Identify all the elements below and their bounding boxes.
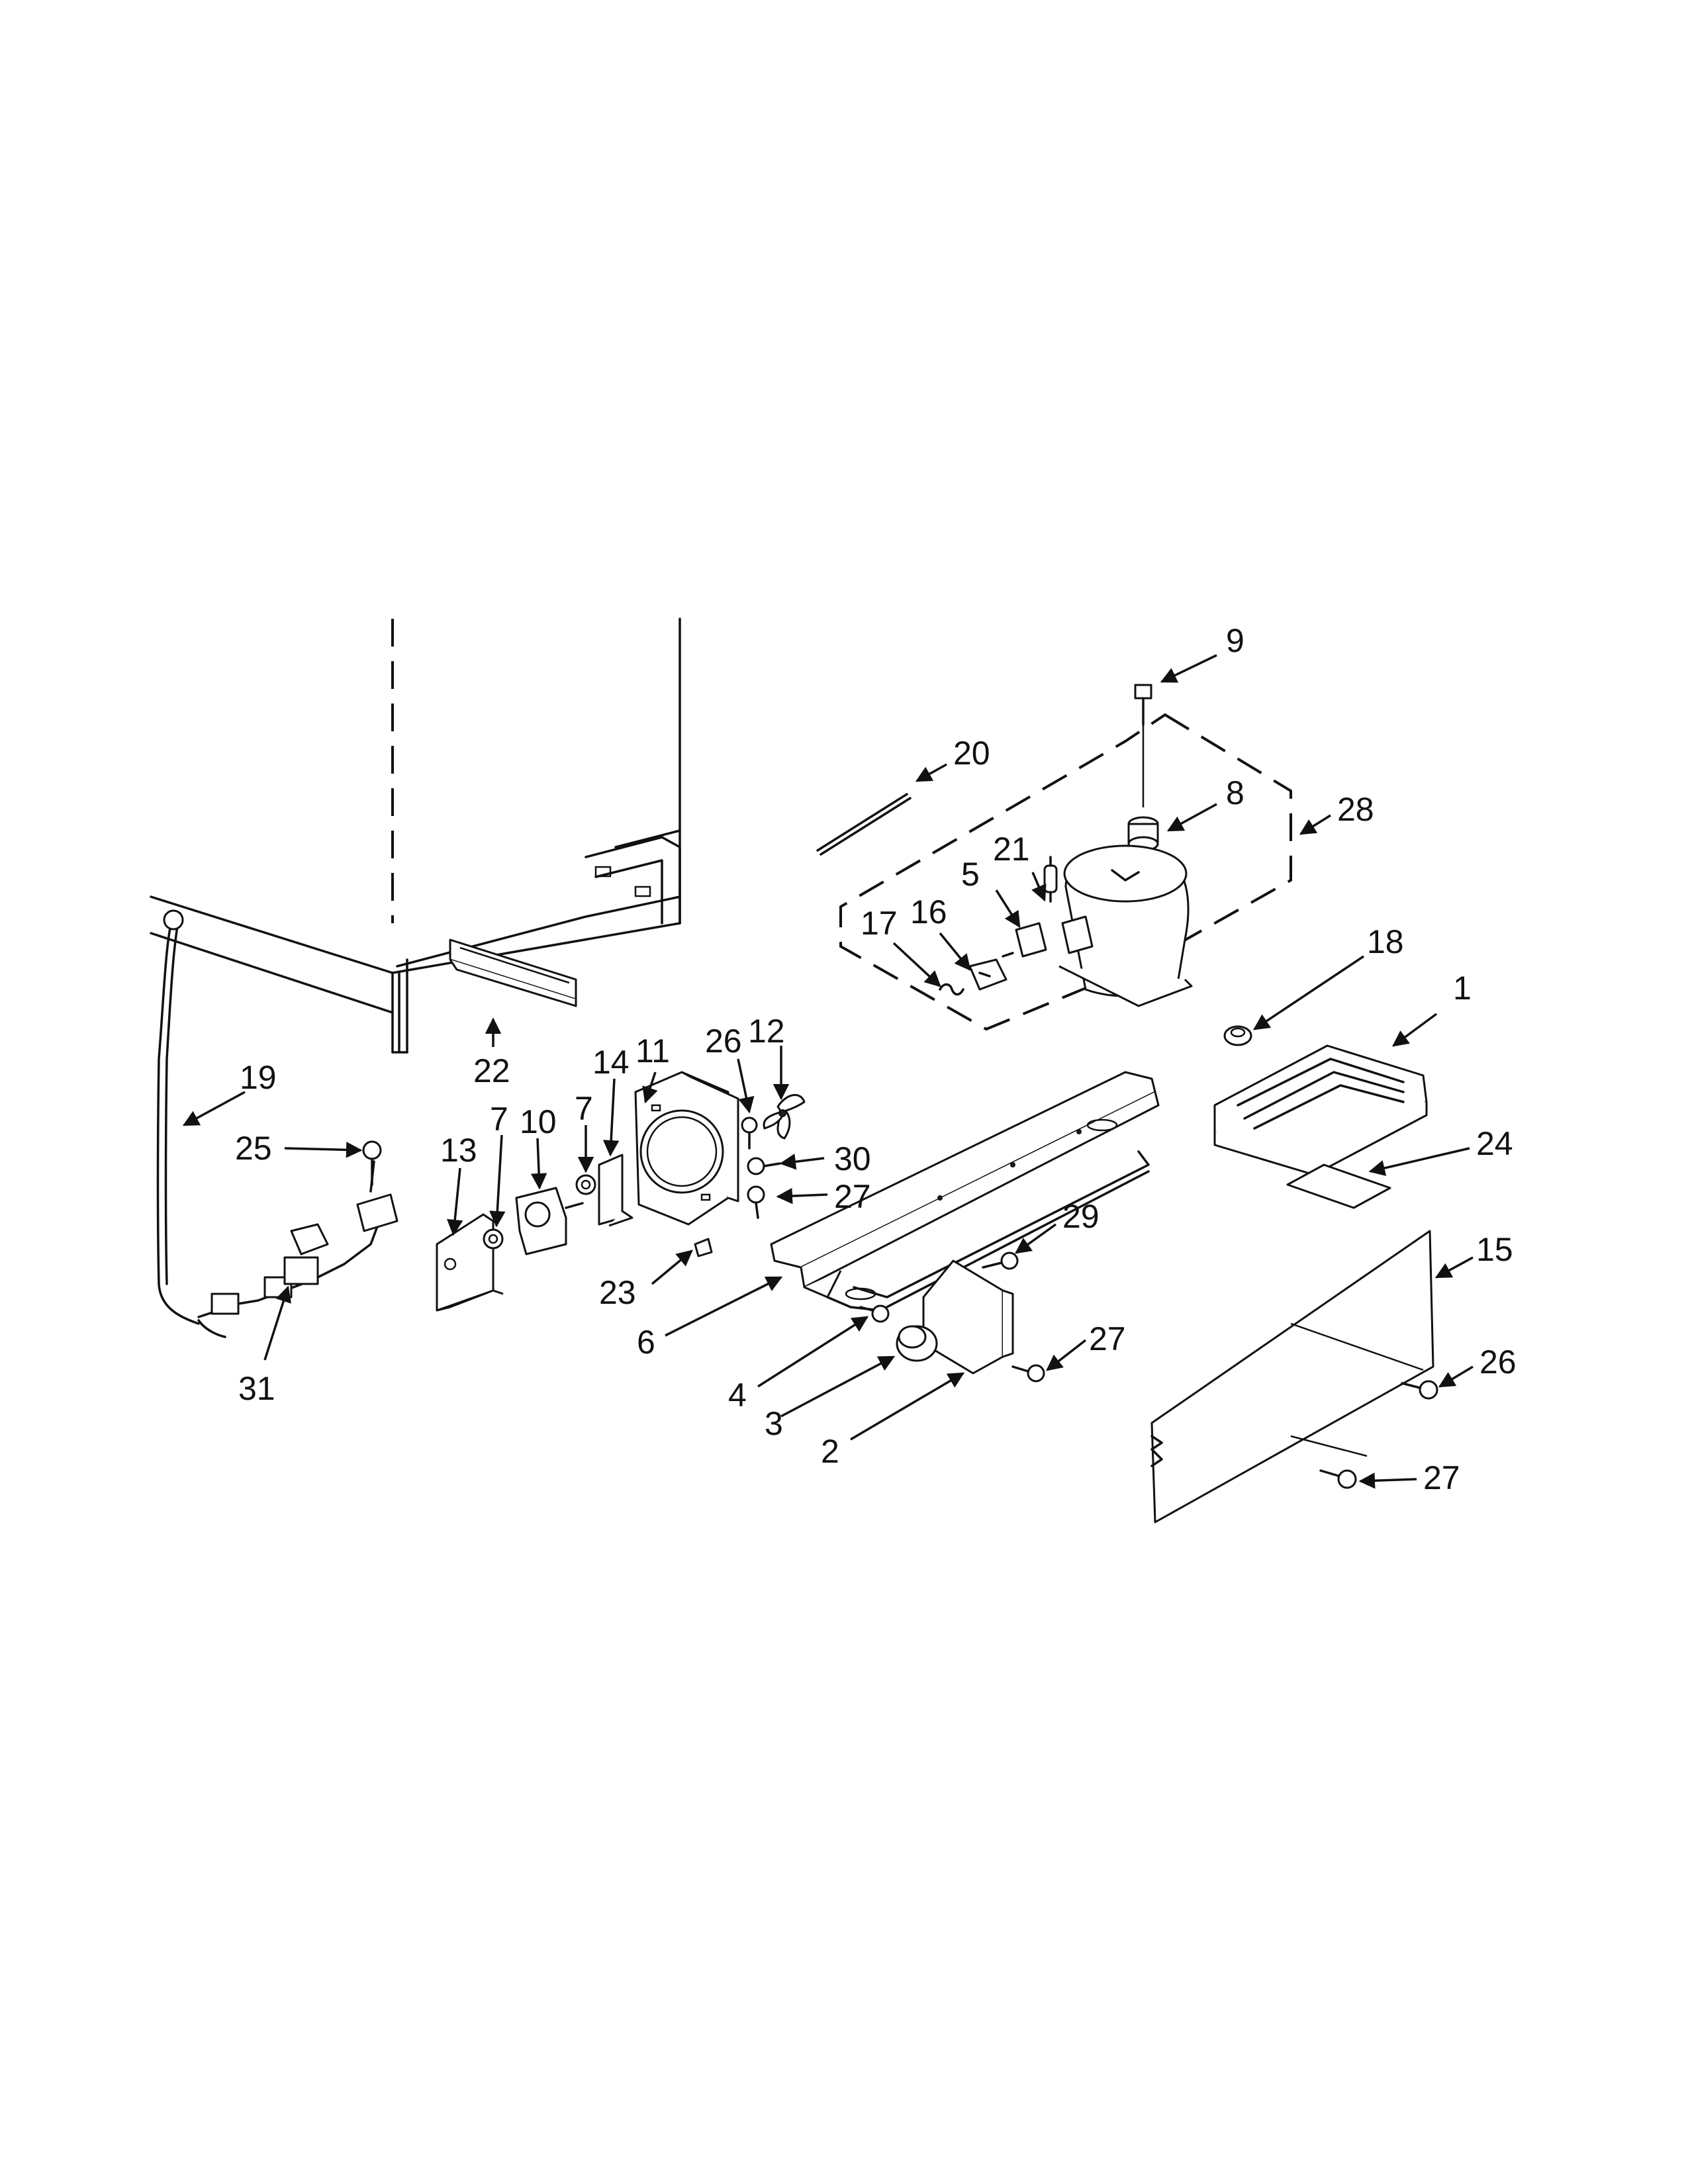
callout-4: 4 <box>728 1377 747 1414</box>
callout-23: 23 <box>599 1274 636 1311</box>
callout-27-lower: 27 <box>1423 1459 1460 1496</box>
callout-20: 20 <box>953 735 990 772</box>
callout-18: 18 <box>1367 923 1404 960</box>
part-28-compressor-group <box>839 713 1292 1031</box>
part-27-screw-lower <box>1319 1469 1357 1489</box>
part-9-bolt <box>1134 684 1152 807</box>
callout-7-left: 7 <box>490 1101 508 1138</box>
callout-21: 21 <box>993 831 1030 868</box>
callout-27-upper: 27 <box>834 1178 871 1215</box>
part-16-overload-cover <box>968 958 1008 991</box>
callout-2: 2 <box>821 1433 839 1470</box>
part-30-screw <box>747 1157 781 1175</box>
part-27-screw-upper <box>747 1185 765 1219</box>
callout-5: 5 <box>961 856 980 893</box>
part-4-screw <box>859 1304 890 1323</box>
callout-10: 10 <box>520 1103 557 1140</box>
callout-1: 1 <box>1453 970 1472 1007</box>
callout-26-lower: 26 <box>1479 1343 1517 1381</box>
part-24-pad <box>1286 1163 1391 1209</box>
part-25-screw <box>362 1140 382 1186</box>
part-23-clip <box>694 1238 713 1257</box>
callout-28: 28 <box>1337 791 1374 828</box>
callout-25: 25 <box>235 1130 272 1167</box>
part-8-grommet <box>1127 816 1159 852</box>
callout-30: 30 <box>834 1140 871 1177</box>
part-21-capacitor <box>1043 856 1058 903</box>
part-6-base-rail <box>770 1071 1160 1312</box>
part-17-clip <box>939 983 964 996</box>
part-26-screw-lower <box>1401 1380 1438 1400</box>
part-2-bracket <box>922 1259 1014 1375</box>
cabinet-outline <box>150 617 681 1054</box>
callout-15: 15 <box>1476 1231 1513 1268</box>
callout-11: 11 <box>635 1032 670 1069</box>
part-10-fan-motor <box>515 1187 584 1255</box>
callout-22: 22 <box>473 1052 510 1089</box>
callout-8: 8 <box>1226 774 1244 811</box>
callout-29: 29 <box>1062 1198 1100 1235</box>
callout-13: 13 <box>440 1132 477 1169</box>
callout-19: 19 <box>240 1059 277 1096</box>
callout-7-right: 7 <box>575 1090 593 1127</box>
part-13-bracket <box>436 1213 504 1312</box>
callout-27-middle: 27 <box>1089 1320 1126 1357</box>
part-1-drain-pan <box>1213 1044 1428 1176</box>
callout-31: 31 <box>238 1370 275 1407</box>
callout-9: 9 <box>1226 622 1244 659</box>
callout-17: 17 <box>861 905 898 942</box>
part-20-tube <box>816 793 912 856</box>
compressor-body <box>1058 844 1193 1007</box>
part-5-relay <box>1002 922 1047 958</box>
part-12-fan-blade <box>763 1094 806 1140</box>
part-27-screw-middle <box>1011 1364 1045 1383</box>
callout-16: 16 <box>910 893 947 931</box>
part-18-grommet <box>1223 1025 1252 1046</box>
part-15-access-panel <box>1150 1230 1434 1524</box>
part-14-bracket <box>598 1154 633 1227</box>
part-26-screw-upper <box>741 1116 758 1150</box>
leader-arrows <box>182 654 1474 1489</box>
part-22-channel <box>449 938 577 1007</box>
callout-6: 6 <box>637 1324 655 1361</box>
callout-12: 12 <box>748 1013 785 1050</box>
callout-26-upper: 26 <box>705 1023 742 1060</box>
part-7-grommet-left <box>483 1228 504 1250</box>
callout-3: 3 <box>765 1405 783 1442</box>
part-11-fan-shroud <box>634 1071 739 1226</box>
part-29-screw <box>982 1251 1019 1270</box>
callout-14: 14 <box>592 1044 630 1081</box>
part-19-wire-harness <box>156 909 399 1338</box>
part-7-grommet-right <box>575 1174 596 1195</box>
callout-24: 24 <box>1476 1125 1513 1162</box>
part-3-grommet <box>896 1325 938 1362</box>
